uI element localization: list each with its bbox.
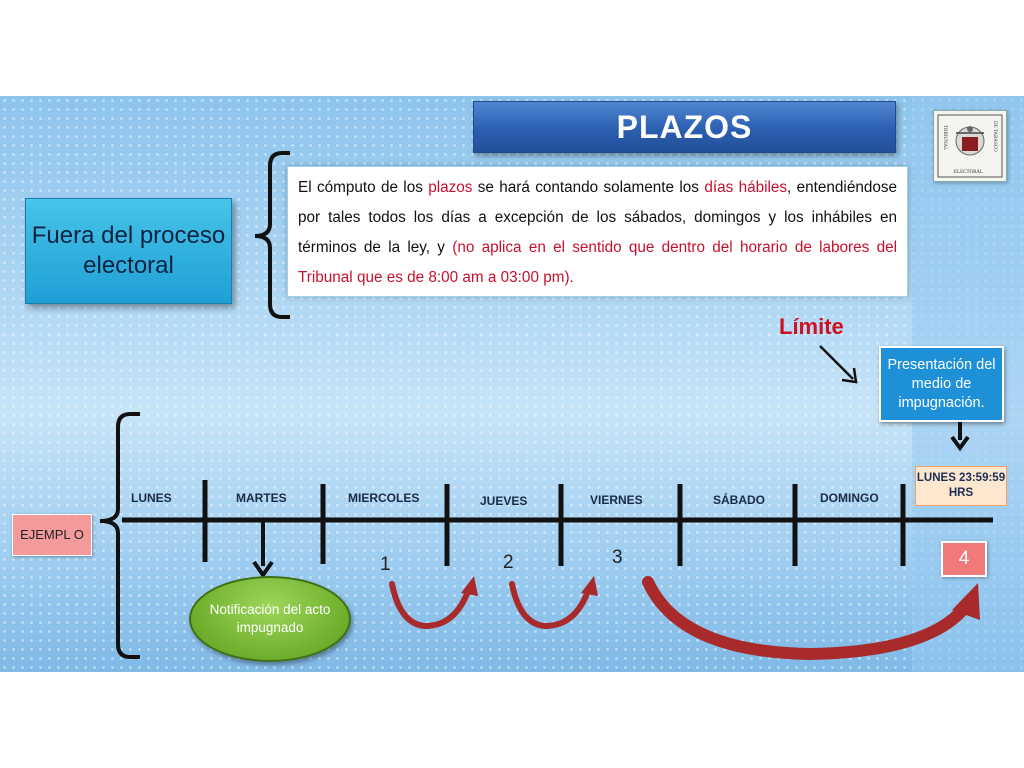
step-3: 3 bbox=[612, 547, 623, 568]
paragraph-highlight-dias: días hábiles bbox=[704, 179, 788, 196]
slide-background: PLAZOS TRIBUNAL DE TABASCO ELECTORAL Fue… bbox=[0, 96, 1024, 672]
tribunal-logo: TRIBUNAL DE TABASCO ELECTORAL bbox=[933, 110, 1007, 182]
day-martes: MARTES bbox=[236, 491, 287, 505]
rule-paragraph: El cómputo de los plazos se hará contand… bbox=[287, 166, 908, 297]
fuera-proceso-box: Fuera del proceso electoral bbox=[25, 198, 232, 304]
day-miercoles: MIERCOLES bbox=[348, 491, 420, 505]
step-1: 1 bbox=[380, 554, 391, 575]
diagram-lines bbox=[99, 151, 993, 661]
limite-label: Límite bbox=[779, 314, 844, 339]
step-4: 4 bbox=[941, 541, 987, 577]
svg-text:ELECTORAL: ELECTORAL bbox=[954, 170, 983, 175]
day-jueves: JUEVES bbox=[480, 494, 528, 508]
limite-arrow bbox=[841, 367, 858, 384]
day-lunes: LUNES bbox=[131, 491, 172, 505]
title-banner: PLAZOS bbox=[473, 101, 896, 153]
ejemplo-box: EJEMPL O bbox=[12, 514, 92, 556]
day-viernes: VIERNES bbox=[590, 493, 643, 507]
bracket-top bbox=[254, 151, 290, 319]
seal-icon: TRIBUNAL DE TABASCO ELECTORAL bbox=[937, 114, 1003, 178]
paragraph-part: se hará contando solamente los bbox=[472, 179, 705, 196]
svg-text:TRIBUNAL: TRIBUNAL bbox=[942, 125, 947, 150]
down-arrow-present bbox=[950, 435, 970, 452]
curved-arrows bbox=[389, 576, 980, 661]
down-arrow-notif bbox=[252, 560, 274, 579]
bracket-bottom bbox=[99, 412, 140, 659]
paragraph-part: El cómputo de los bbox=[298, 179, 429, 196]
notificacion-oval: Notificación del acto impugnado bbox=[189, 576, 351, 662]
paragraph-highlight-note: (no aplica en el sentido que dentro del … bbox=[298, 239, 897, 286]
day-sabado: SÁBADO bbox=[713, 493, 766, 507]
step-2: 2 bbox=[503, 552, 514, 573]
paragraph-highlight-plazos: plazos bbox=[428, 179, 473, 196]
timeline-ticks bbox=[202, 480, 906, 566]
svg-text:DE TABASCO: DE TABASCO bbox=[992, 121, 997, 152]
presentacion-box: Presentación del medio de impugnación. bbox=[879, 346, 1004, 422]
deadline-box: LUNES 23:59:59 HRS bbox=[915, 466, 1007, 506]
day-domingo: DOMINGO bbox=[820, 491, 879, 505]
paragraph-part: , entendiéndose por tales todos los días… bbox=[298, 179, 898, 256]
